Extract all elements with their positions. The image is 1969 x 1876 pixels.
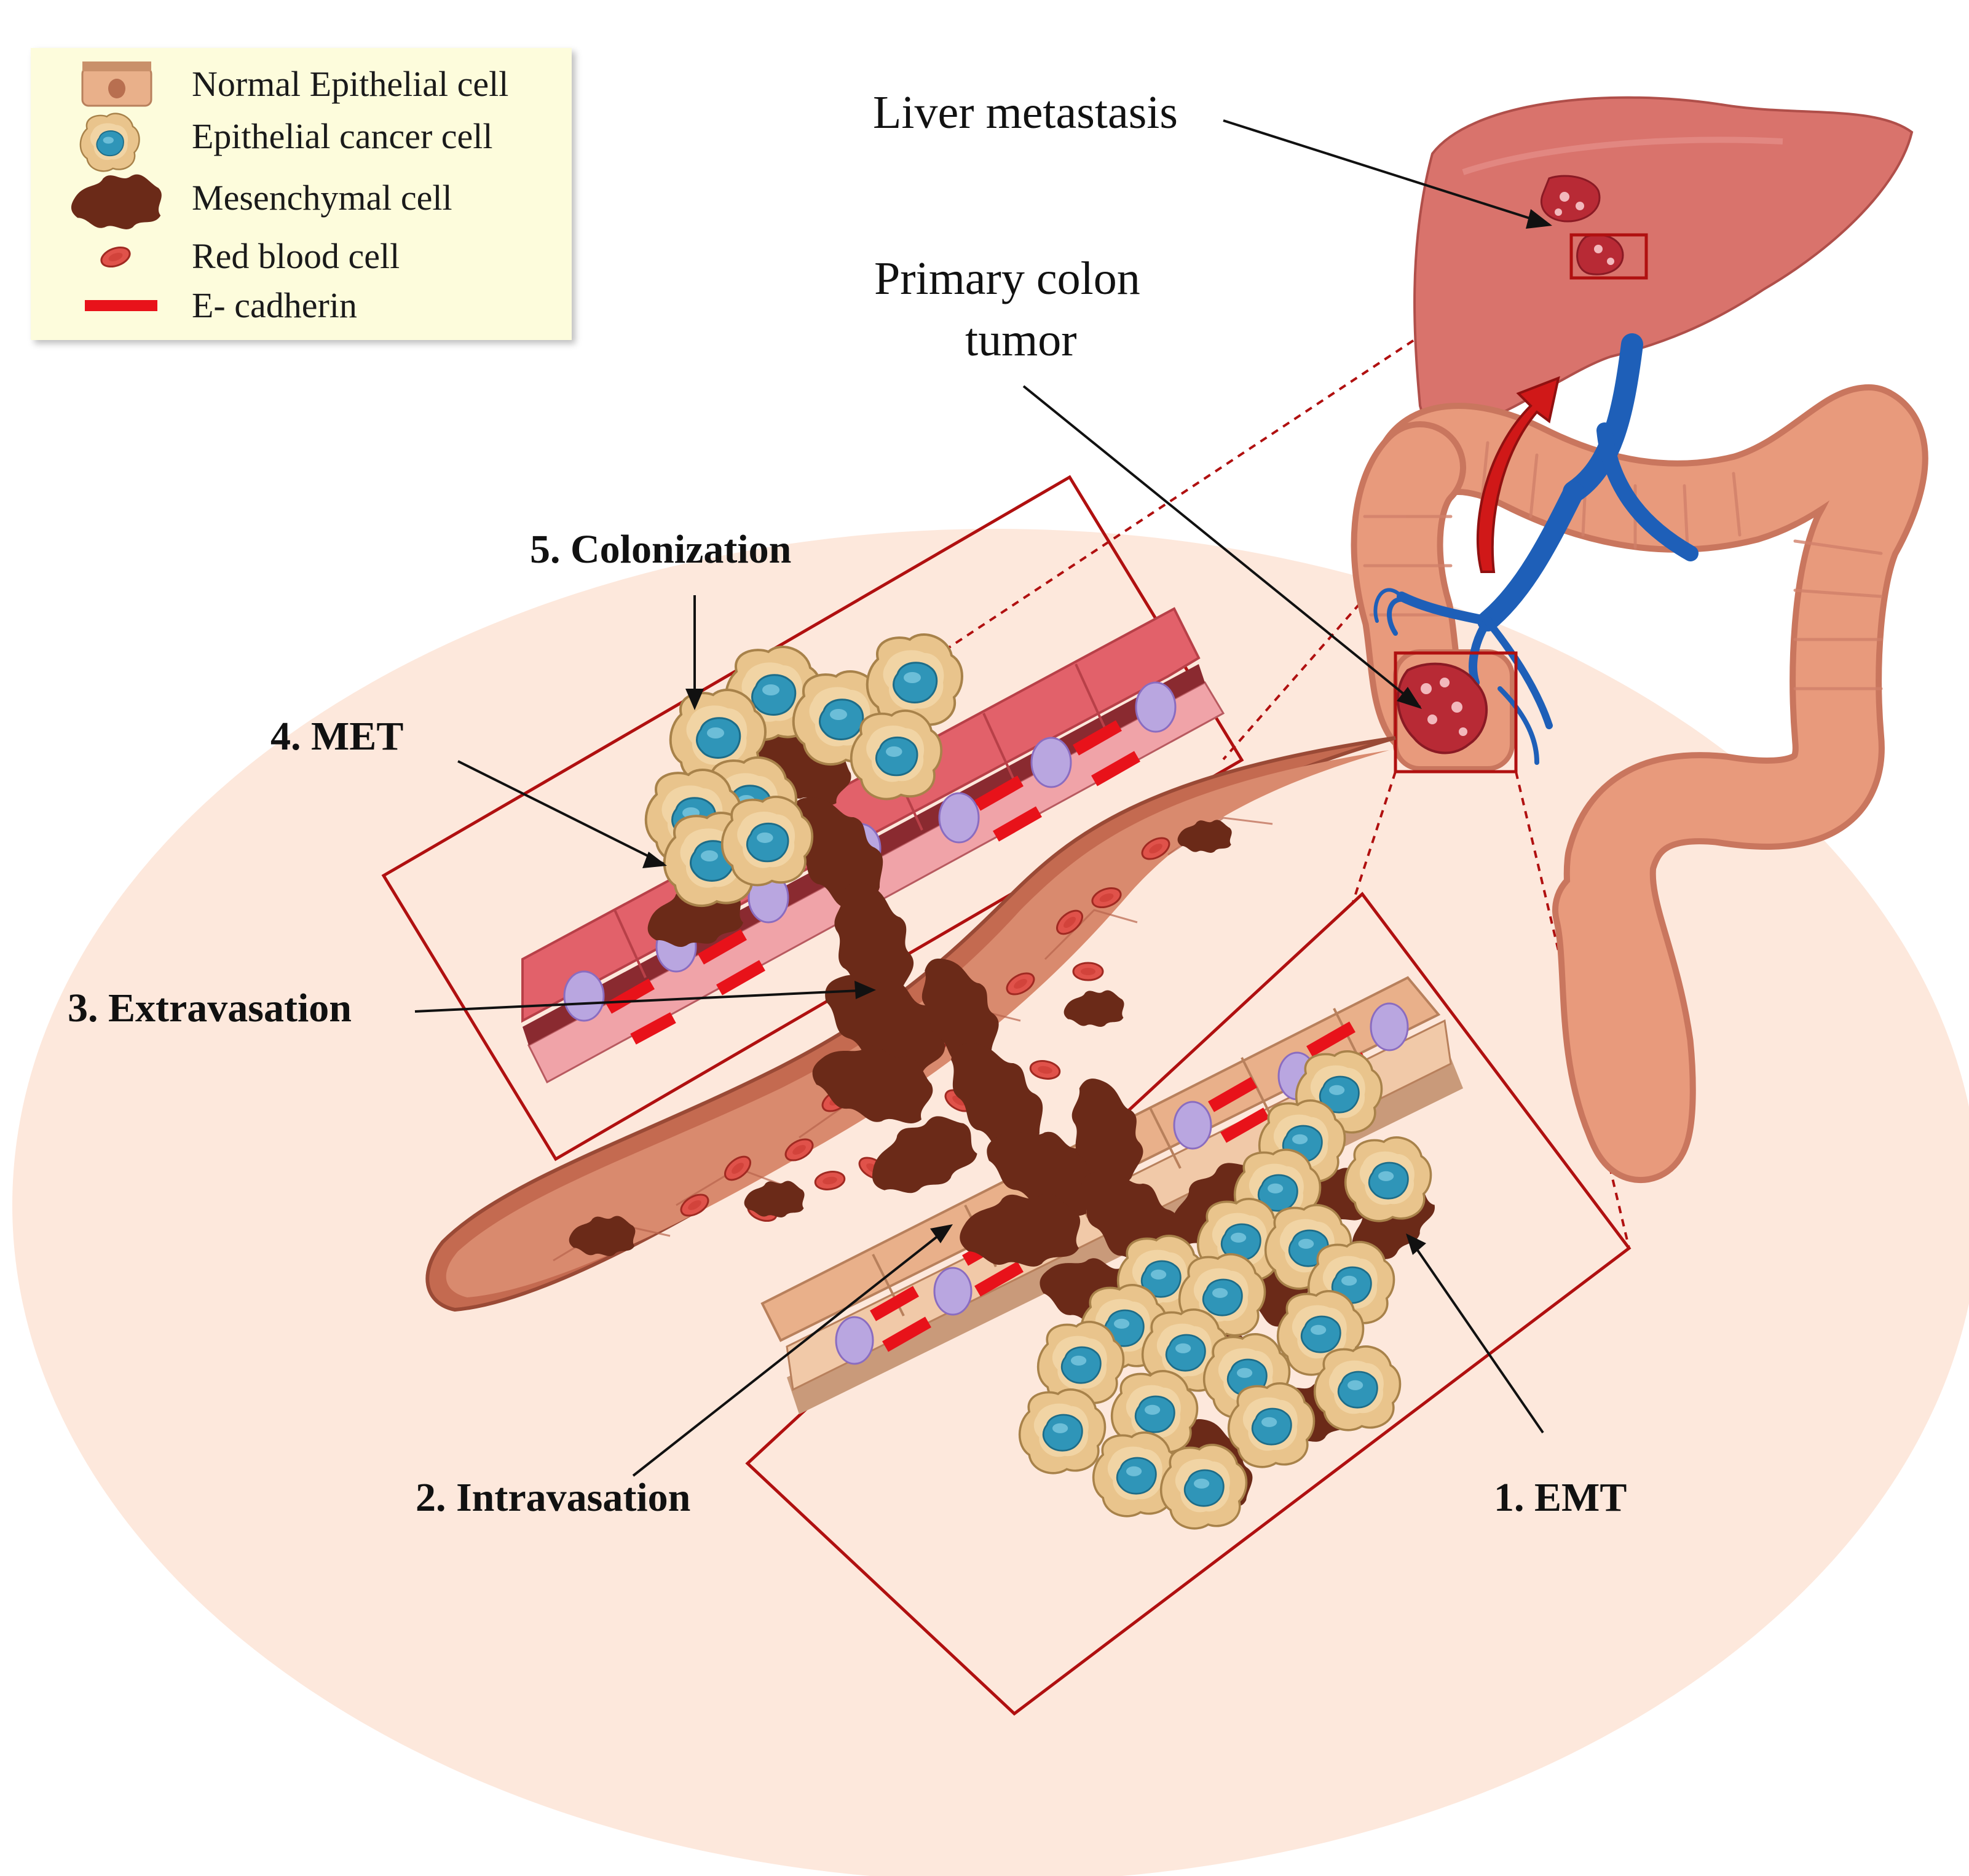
legend-icons [71,61,162,311]
epithelial-cancer-cell-icon [79,113,140,172]
step-extravasation-label: 3. Extravasation [68,986,352,1031]
legend-label-cancer-cell: Epithelial cancer cell [192,116,493,156]
red-blood-cell-icon [98,243,133,271]
liver-metastasis-label: Liver metastasis [873,87,1178,138]
arrowheads [642,209,1552,1255]
e-cadherin-icon [85,300,157,311]
liver [1413,96,1914,432]
legend-label-red-blood-cell: Red blood cell [192,236,400,276]
primary-tumor [1394,651,1518,774]
legend-label-normal-epithelial: Normal Epithelial cell [192,64,509,104]
step-colonization-label: 5. Colonization [530,527,792,572]
extravasation-frame [381,475,1244,1162]
legend-label-e-cadherin: E- cadherin [192,285,357,325]
normal-epithelial-cell-icon [81,61,152,107]
liver-zoom-box [1569,233,1648,280]
migration-arrow-icon [1476,376,1560,573]
e-cadherin-bars-upper [606,720,1140,1045]
legend-label-mesenchymal: Mesenchymal cell [192,178,452,218]
intravasation-frame [745,892,1632,1716]
mesenchymal-cell-icon [71,174,162,229]
legend: Normal Epithelial cell Epithelial cancer… [31,48,572,340]
leader-lines [414,119,1550,1477]
step-intravasation-label: 2. Intravasation [416,1475,691,1520]
tumor-zoom-box [1394,651,1518,774]
primary-tumor-label-line1: Primary colon [874,253,1140,304]
step-met-label: 4. MET [270,714,404,759]
portal-vein [1373,333,1699,765]
step-emt-label: 1. EMT [1494,1475,1627,1520]
primary-tumor-label-line2: tumor [965,314,1077,366]
